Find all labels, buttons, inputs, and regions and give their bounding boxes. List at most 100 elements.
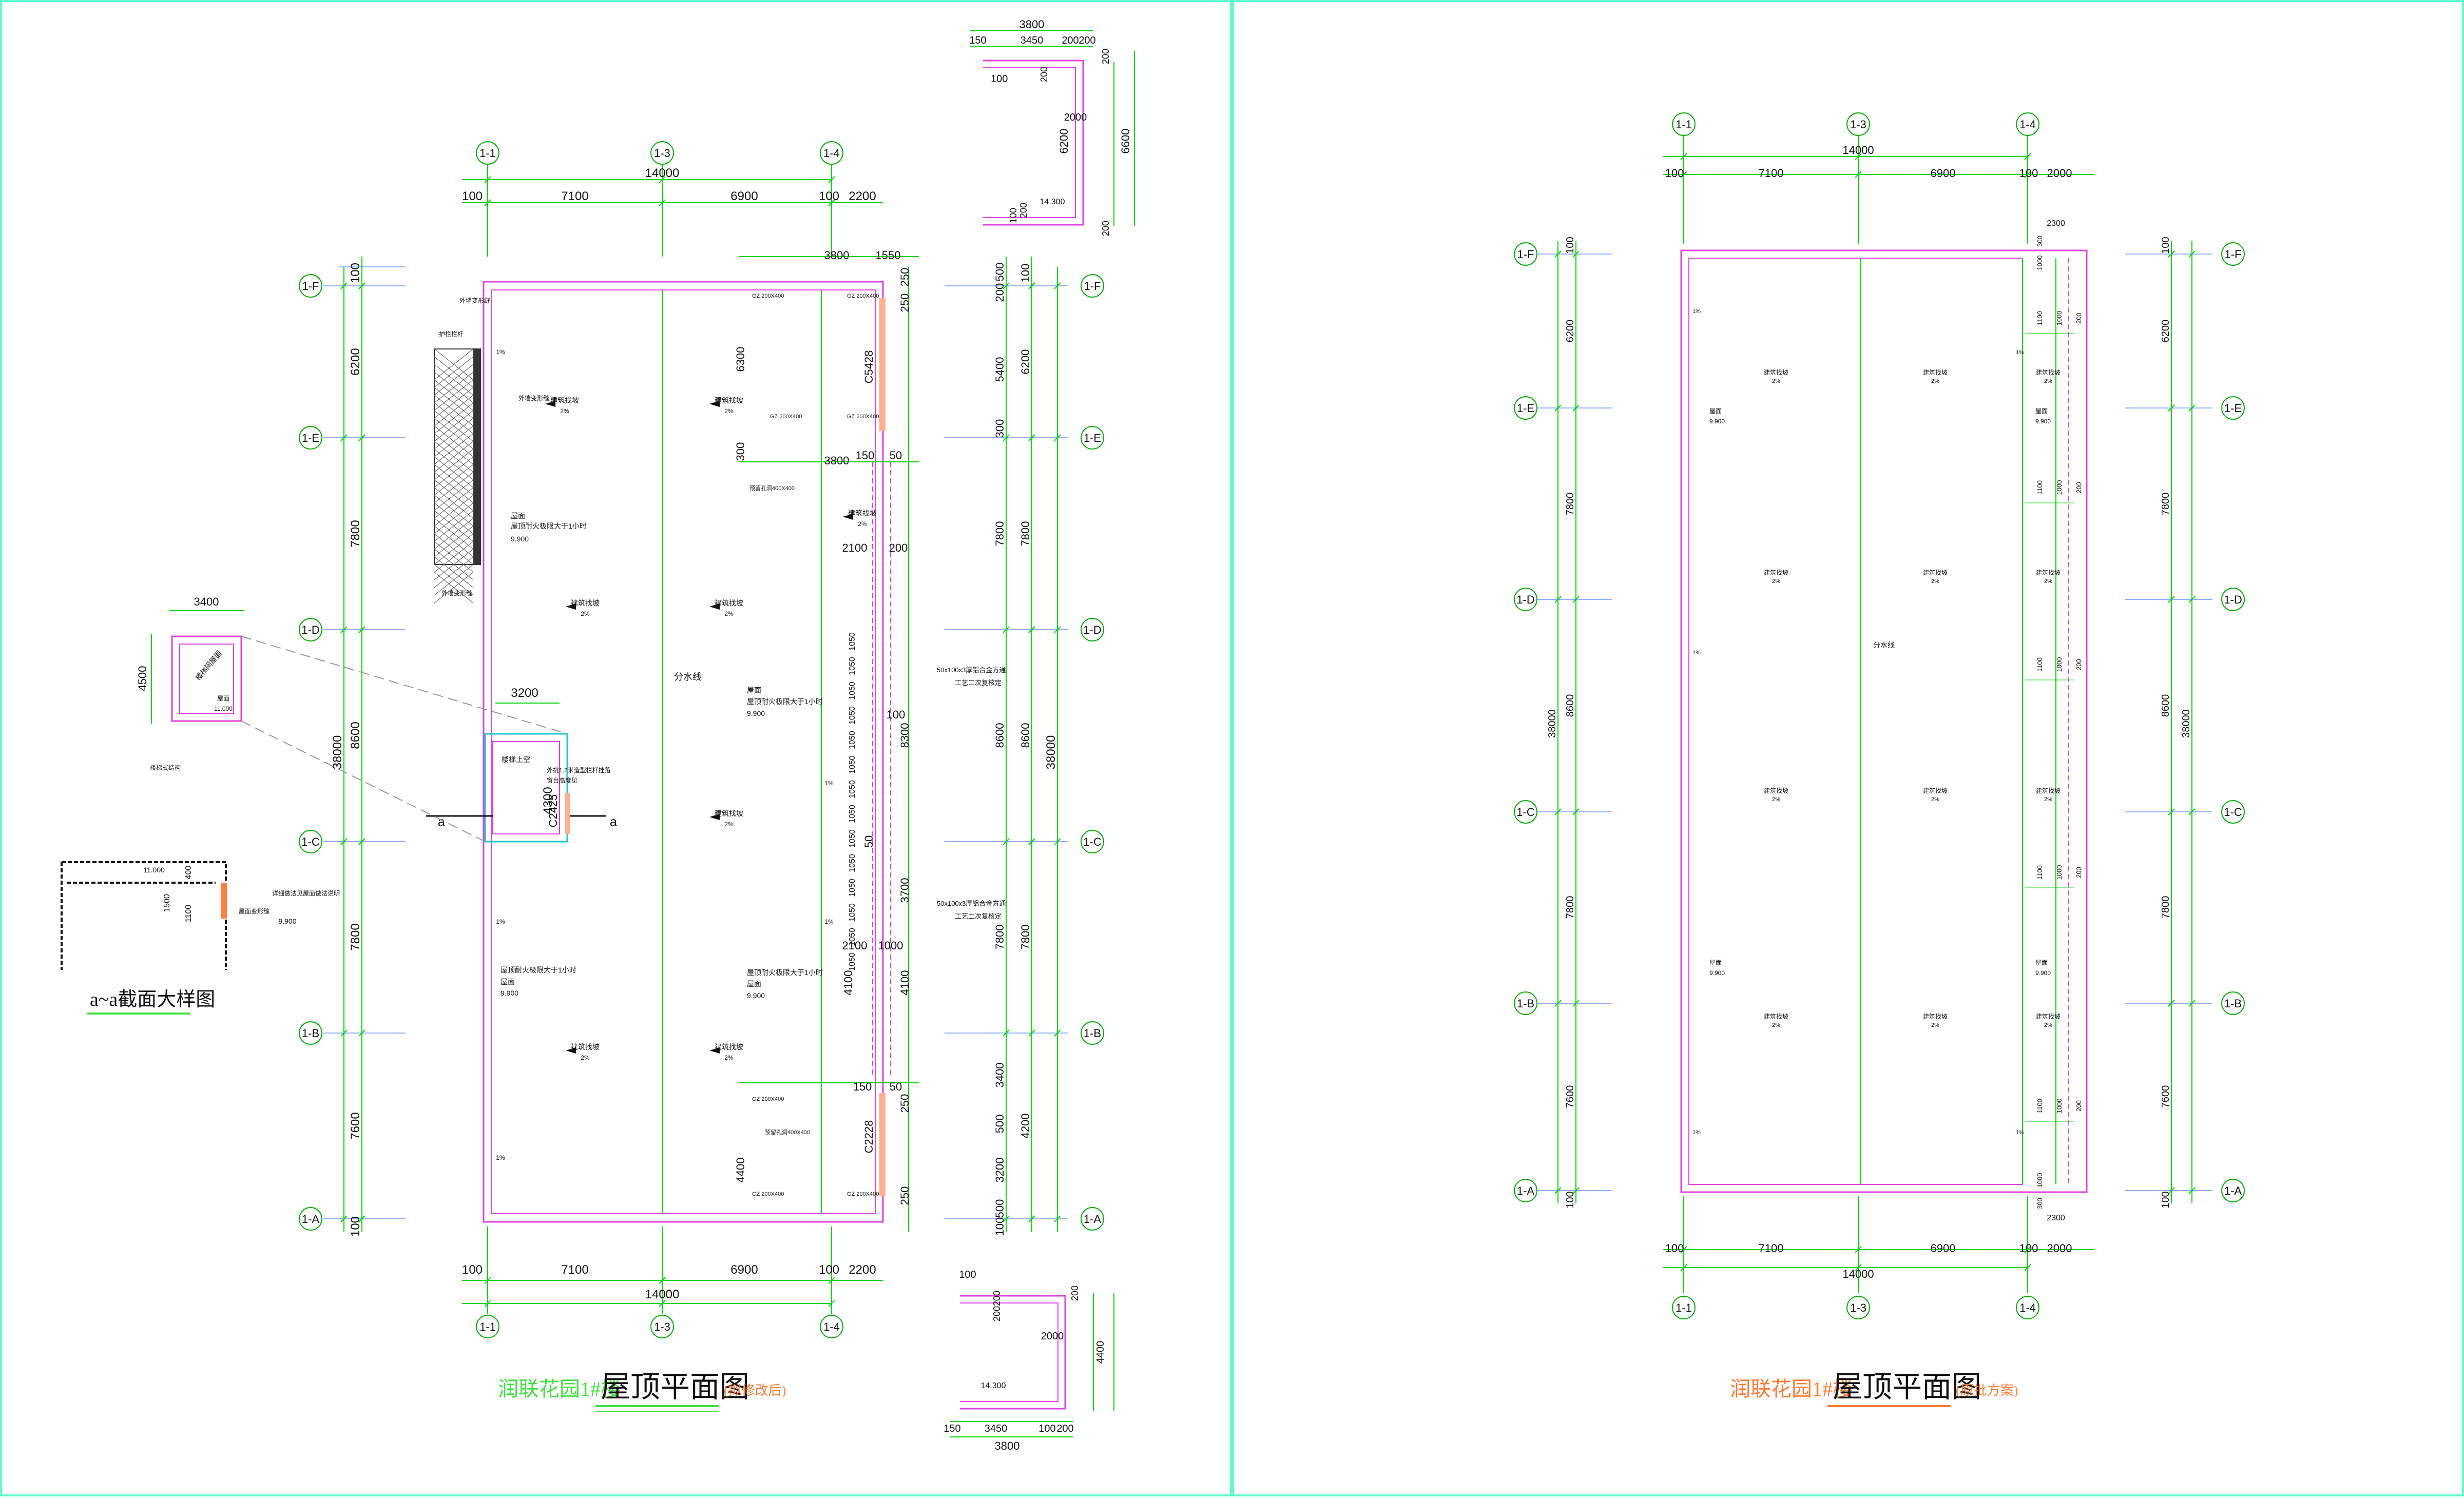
sd-elev: 11.000	[214, 705, 233, 712]
r-strip-dim: 1000	[2055, 480, 2063, 495]
r-right-axis-5-circle	[2221, 1179, 2245, 1202]
elev-label-2: 9.900	[747, 709, 765, 717]
dim-3200: 3200	[511, 686, 538, 700]
hatch-line-b	[434, 533, 474, 565]
pct-1: 1%	[496, 918, 505, 925]
hatch-line-b	[434, 418, 474, 450]
bd-dim-0: 100	[959, 1269, 976, 1280]
section-title: a~a截面大样图	[90, 989, 215, 1010]
r-pct1: 1%	[1692, 308, 1701, 315]
strip-dim: 1050	[848, 879, 857, 897]
divide-line-label: 分水线	[674, 672, 702, 682]
r-strip-dim: 1100	[2036, 657, 2044, 672]
r-left-axis-3-label: 1-C	[1516, 806, 1535, 819]
top-axis-2-circle	[820, 141, 843, 165]
top-total: 14000	[645, 166, 680, 180]
r-roof-pct: 2%	[2044, 1022, 2052, 1028]
left-title-suffix: (拟修改后)	[724, 1383, 786, 1398]
right-axis-3-label: 1-C	[1083, 835, 1102, 848]
dim-tick	[2024, 171, 2031, 178]
top-detail-wall-inner	[983, 67, 1076, 218]
bottom-dim-1: 7100	[561, 1263, 588, 1277]
roof-label-3: 屋面	[500, 978, 515, 986]
right-sheet-border	[1232, 0, 2464, 1496]
r-roof-4: 屋面	[2035, 959, 2048, 966]
r-roof-pct: 2%	[1772, 1022, 1780, 1028]
r-end-dim-top: 1000	[2036, 256, 2044, 270]
top-axis-2-label: 1-4	[823, 147, 840, 160]
slope-arrow	[843, 514, 853, 520]
r-strip-dim: 1100	[2036, 865, 2044, 880]
stair-inner	[492, 741, 560, 834]
r-top-axis-1-circle	[1846, 112, 1870, 136]
slope-arrow	[566, 1047, 576, 1054]
dim-tick	[828, 1277, 835, 1284]
r-roof-2: 屋面	[1709, 959, 1722, 966]
hatch-line-b	[434, 348, 474, 380]
mid-dim-0: 3800	[824, 249, 850, 262]
slope-arrow	[545, 401, 555, 407]
top-axis-0-label: 1-1	[479, 147, 496, 160]
td-dim-1: 150	[969, 35, 986, 46]
r-left-axis-5-label: 1-A	[1517, 1184, 1535, 1197]
hatch-line-b	[434, 364, 474, 396]
pct-1: 1%	[496, 348, 505, 356]
mid-dim-21: 50	[890, 1080, 902, 1093]
left-axis-4-label: 1-B	[302, 1027, 319, 1040]
r-right-axis-2-label: 1-D	[2224, 593, 2242, 606]
hatch-line-b	[434, 479, 474, 511]
guard-note: 护栏栏杆	[439, 330, 464, 338]
outer-wall-note-3: 外墙变形缝	[441, 589, 472, 597]
left-axis-4-circle	[299, 1021, 322, 1045]
r-top-axis-2-label: 1-4	[2019, 118, 2036, 131]
dim-tick	[828, 176, 835, 183]
r-strip-dim: 1100	[2036, 480, 2044, 495]
mid-dim-8: 200	[889, 541, 908, 554]
hatch-line-b	[434, 402, 474, 434]
r-roof-slope: 建筑找坡	[2036, 569, 2061, 576]
strip-dim: 1050	[848, 706, 857, 725]
r-right-dim-0: 100	[2160, 237, 2171, 254]
section-mark-left: a	[438, 814, 446, 829]
bottom-axis-0-circle	[476, 1315, 499, 1338]
mid-dim-16: 1000	[878, 939, 903, 952]
right-title-suffix: (原批方案)	[1956, 1383, 2018, 1398]
r-pct1: 1%	[2016, 349, 2024, 356]
dim-tick	[484, 1300, 491, 1307]
r-divide-line: 分水线	[1873, 641, 1895, 649]
mid-dim-19: 4400	[734, 1158, 747, 1183]
r-right-axis-5-label: 1-A	[2224, 1184, 2242, 1197]
td-dim-13: 200	[1101, 221, 1111, 236]
r-roof-pct: 2%	[2044, 796, 2052, 803]
hatch-line-b	[434, 395, 474, 426]
r-strip-dim: 200	[2075, 482, 2083, 493]
td-dim-8: 2000	[1064, 112, 1087, 123]
strip-dim: 1050	[848, 952, 857, 971]
r-roof-pct: 2%	[1931, 578, 1939, 585]
r-right-total: 38000	[2181, 709, 2192, 738]
dim-tick	[1680, 1246, 1687, 1253]
r-roof-pct: 2%	[1772, 796, 1780, 803]
hatch-line-b	[434, 510, 474, 542]
left-axis-2-label: 1-D	[301, 624, 319, 636]
hatch-line-b	[434, 379, 474, 411]
left-dim-1: 6200	[349, 348, 362, 375]
roof-slope-pct: 2%	[724, 1054, 734, 1061]
stair-label: 楼梯上空	[502, 755, 530, 764]
bd-dim-3: 2000	[1041, 1331, 1064, 1342]
right-plan-outline	[1680, 249, 2088, 1193]
mid-dim-14: 50	[862, 835, 875, 848]
right-axis-5-label: 1-A	[1084, 1213, 1102, 1225]
mid-dim-22: 250	[898, 1094, 911, 1113]
sc-elev-1: 11.000	[143, 866, 165, 874]
sc-note: 详细做法见屋面做法说明	[272, 889, 340, 897]
right-total: 38000	[1044, 735, 1058, 770]
mid-dim-3: 250	[898, 294, 911, 313]
right-dim-outer-4: 7800	[1019, 925, 1032, 950]
strip-dim: 1050	[848, 805, 857, 823]
right-roof-plan	[1680, 249, 2088, 1193]
r-right-dim-2: 7800	[2160, 493, 2171, 516]
left-sheet-border	[0, 0, 1232, 1496]
hatch-line-b	[434, 441, 474, 473]
